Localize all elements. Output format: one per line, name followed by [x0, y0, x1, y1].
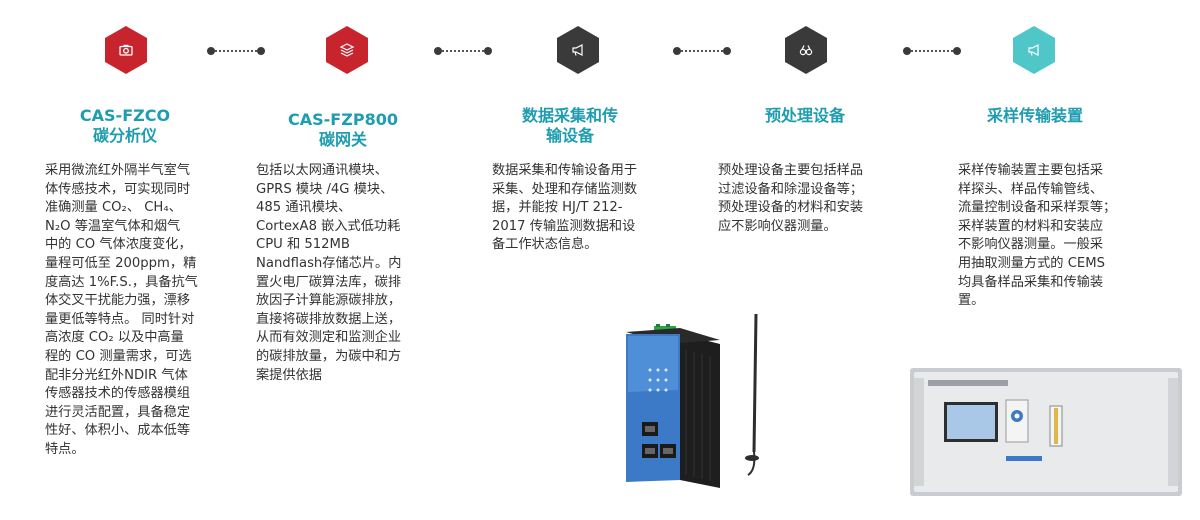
step-1-title: CAS-FZCO 碳分析仪: [79, 106, 171, 145]
step-4-hexagon: [785, 26, 827, 74]
step-5-title: 采样传输装置: [986, 106, 1083, 125]
camera-icon: [119, 44, 133, 56]
step-1-hexagon: [105, 26, 147, 74]
connector-2-3: [434, 47, 492, 55]
gateway-device-image: [626, 313, 759, 488]
cems-analyzer-image: [910, 368, 1182, 496]
step-2-hexagon: [326, 26, 368, 74]
connector-3-4: [673, 47, 731, 55]
layers-icon: [339, 43, 355, 57]
step-3-title: 数据采集和传 输设备: [521, 106, 618, 145]
connector-4-5: [903, 47, 961, 55]
megaphone-icon: [1028, 44, 1039, 56]
binoculars-icon: [799, 45, 813, 56]
connector-1-2: [207, 47, 265, 55]
step-5-description: 采样传输装置主要包括采 样探头、样品传输管线、 流量控制设备和采样泵等； 采样装…: [958, 163, 1117, 309]
step-2-description: 包括以太网通讯模块、 GPRS 模块 /4G 模块、 485 通讯模块、 Cor…: [256, 163, 402, 383]
step-5-hexagon: [1013, 26, 1055, 74]
step-3-hexagon: [557, 26, 599, 74]
step-1-description: 采用微流红外隔半气室气 体传感技术，可实现同时 准确测量 CO₂、 CH₄、 N…: [45, 163, 198, 457]
step-4-description: 预处理设备主要包括样品 过滤设备和除湿设备等； 预处理设备的材料和安装 应不影响…: [718, 163, 864, 234]
step-4-title: 预处理设备: [764, 106, 845, 125]
step-3-description: 数据采集和传输设备用于 采集、处理和存储监测数 据，并能按 HJ/T 212- …: [492, 163, 638, 253]
step-2-title: CAS-FZP800 碳网关: [288, 110, 398, 149]
megaphone-icon: [572, 44, 583, 56]
